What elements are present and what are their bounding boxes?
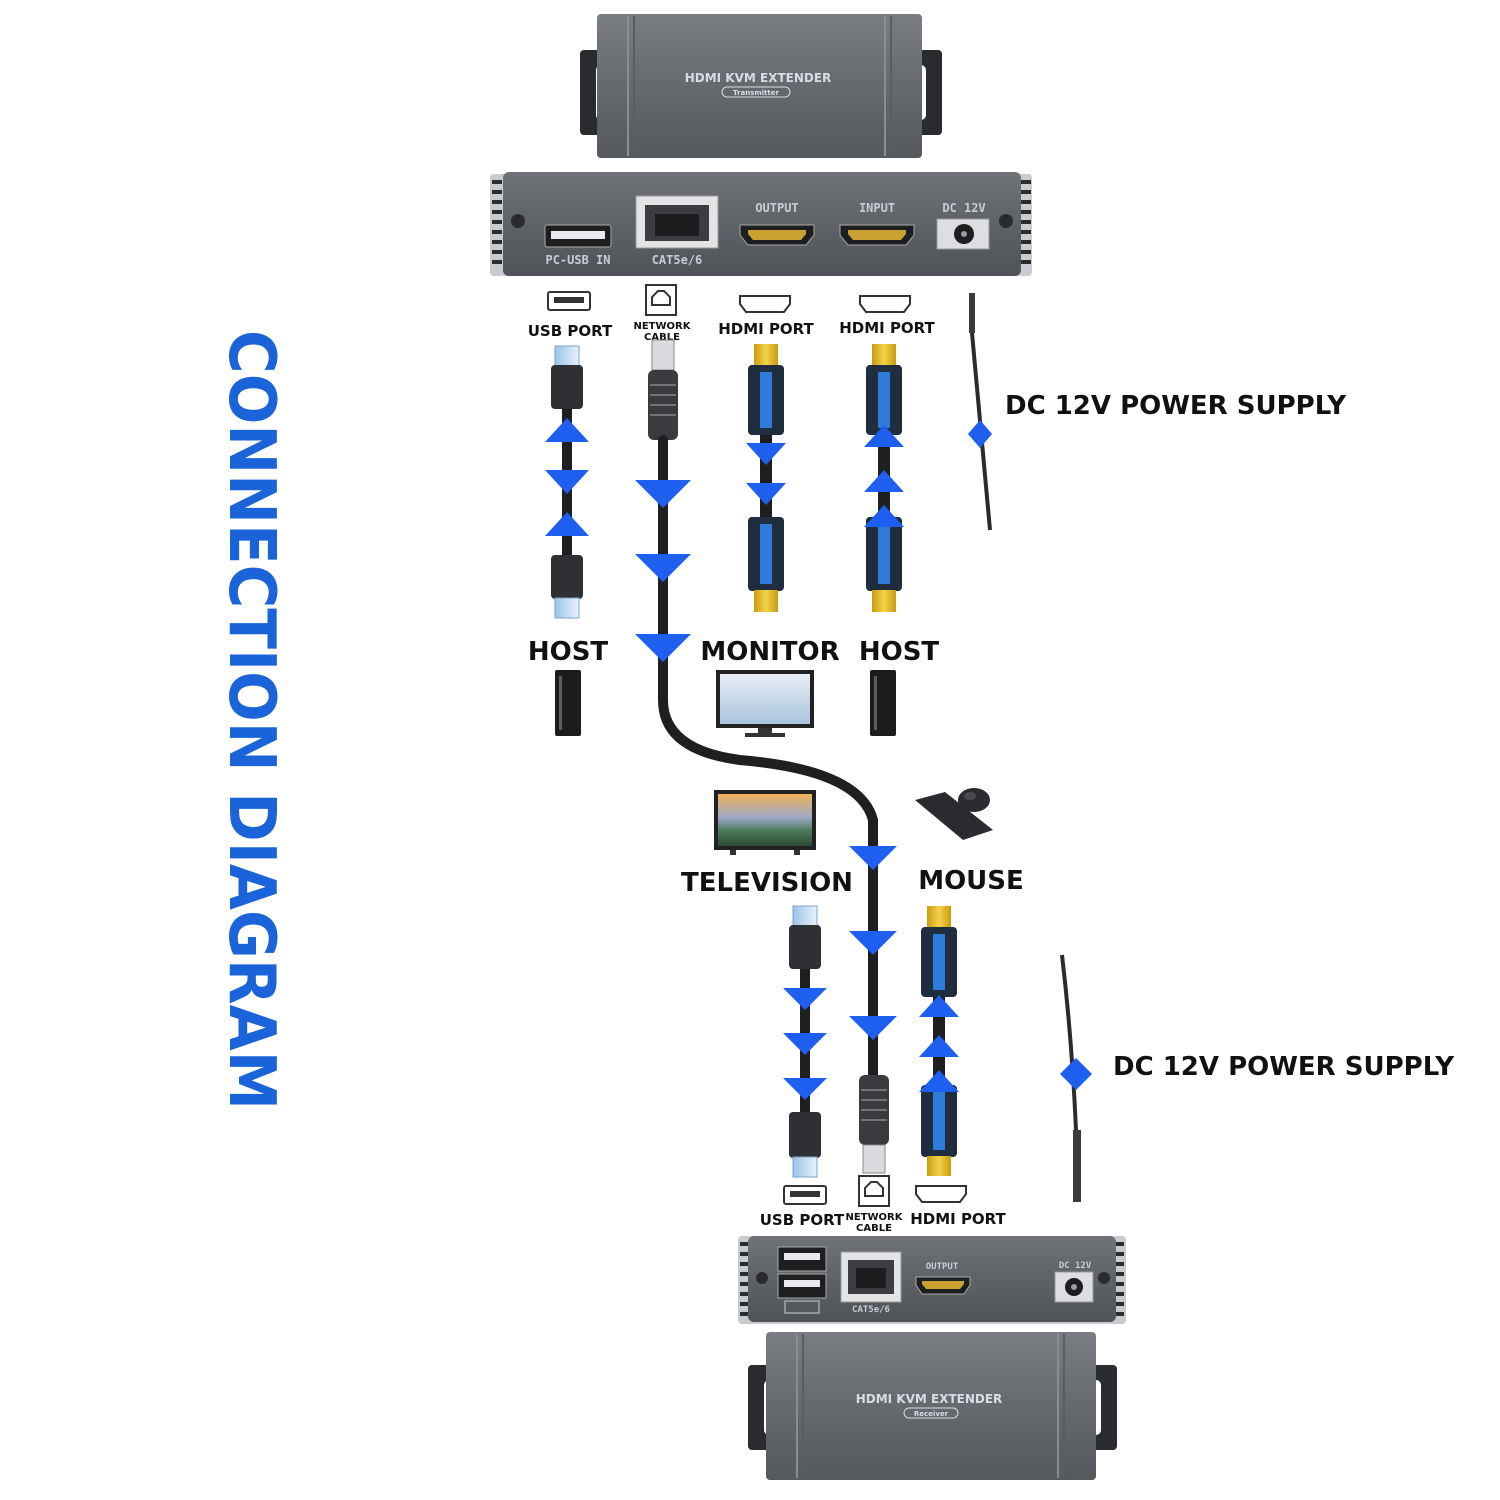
label-hdmi-port: HDMI PORT [910,1210,1006,1228]
label-monitor: MONITOR [700,637,839,667]
network-port-icon [858,1175,890,1207]
receiver-role: Receiver [914,1410,949,1418]
label-network: NETWORK [845,1212,903,1223]
diagram-title: CONNECTION DIAGRAM [214,330,288,1110]
monitor-icon [716,670,814,737]
network-cable [648,339,878,1085]
label-cable: CABLE [856,1223,892,1234]
transmitter-role: Transmitter [733,89,779,97]
port-label-output: OUTPUT [926,1262,959,1272]
label-usb-port: USB PORT [528,322,613,340]
host-pc-icon [870,670,896,736]
keyboard-mouse-icon [915,788,993,840]
hdmi-cable [866,344,902,612]
label-mouse: MOUSE [918,866,1024,896]
network-port-icon [645,284,677,316]
port-label-cat5e6: CAT5e/6 [852,1305,890,1315]
svg-text:CONNECTION DIAGRAM: CONNECTION DIAGRAM [214,330,288,1110]
receiver-front-panel: CAT5e/6 OUTPUT DC 12V [738,1236,1126,1324]
port-label-dc-12v: DC 12V [1059,1261,1092,1271]
label-television: TELEVISION [681,868,853,898]
transmitter-front-panel: PC-USB IN CAT5e/6 OUTPUT INPUT DC 12V [490,172,1032,276]
port-label-cat5e6: CAT5e/6 [652,253,703,267]
signal-arrows [545,418,992,662]
power-cable [1060,954,1081,1202]
label-hdmi-port: HDMI PORT [718,320,814,338]
label-cable: CABLE [644,332,680,343]
label-hdmi-port: HDMI PORT [839,319,935,337]
label-power-supply: DC 12V POWER SUPPLY [1113,1052,1455,1082]
network-cable [859,1075,889,1174]
port-label-output: OUTPUT [755,201,798,215]
transmitter-brand: HDMI KVM EXTENDER [685,71,832,85]
port-label-pc-usb-in: PC-USB IN [545,253,610,267]
power-cable [969,293,992,531]
port-label-input: INPUT [859,201,895,215]
label-host: HOST [528,637,609,667]
hdmi-port-icon [739,295,791,313]
receiver-brand: HDMI KVM EXTENDER [856,1392,1003,1406]
label-power-supply: DC 12V POWER SUPPLY [1005,391,1347,421]
port-label-dc-12v: DC 12V [942,201,985,215]
hdmi-cable [748,344,784,612]
label-host: HOST [859,637,940,667]
hdmi-port-icon [915,1185,967,1203]
usb-port-icon [783,1185,827,1205]
usb-port-icon [547,291,591,311]
television-icon [714,790,816,855]
signal-arrows [783,846,1092,1100]
label-usb-port: USB PORT [760,1211,845,1229]
transmitter-top-view: HDMI KVM EXTENDER Transmitter [580,14,942,158]
hdmi-port-icon [859,295,911,313]
receiver-top-view: HDMI KVM EXTENDER Receiver [748,1332,1117,1480]
label-network: NETWORK [633,321,691,332]
host-pc-icon [555,670,581,736]
